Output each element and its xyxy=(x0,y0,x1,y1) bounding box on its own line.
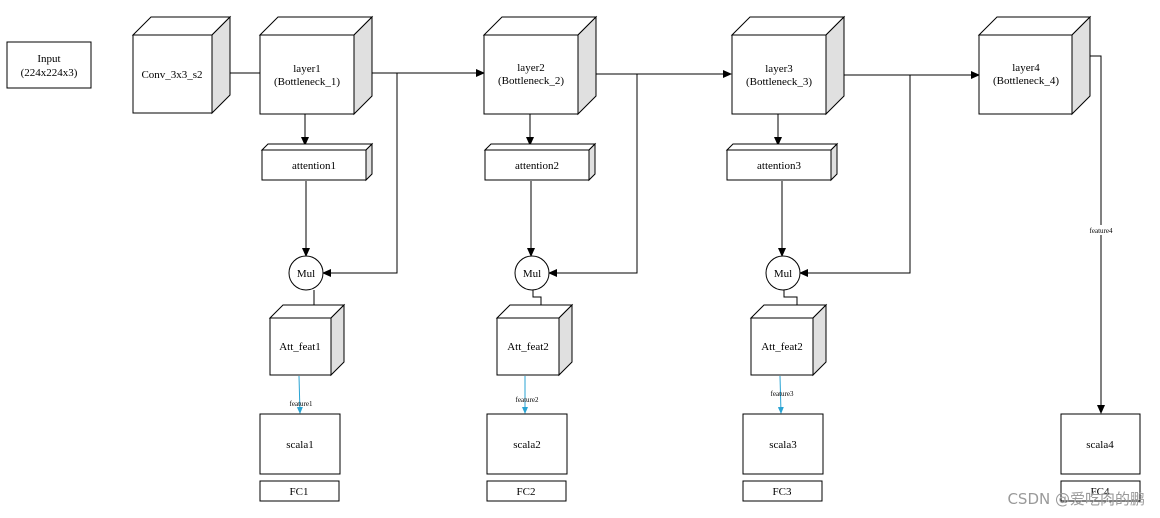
edge-mul3-attfeat3 xyxy=(783,290,798,305)
mul3-label: Mul xyxy=(774,268,792,280)
fc1-node: FC1 xyxy=(259,480,340,502)
layer1-node: layer1 (Bottleneck_1) xyxy=(258,15,374,116)
feature4-tag: feature4 xyxy=(1084,225,1118,235)
input-node: Input (224x224x3) xyxy=(6,41,92,89)
attfeat1-label: Att_feat1 xyxy=(279,341,321,353)
scala1-label: scala1 xyxy=(286,439,313,451)
attfeat1-node: Att_feat1 xyxy=(268,303,346,377)
layer1-name: layer1 xyxy=(293,63,320,75)
scala3-label: scala3 xyxy=(769,439,797,451)
scala2-node: scala2 xyxy=(486,413,568,475)
scala3-node: scala3 xyxy=(742,413,824,475)
fc4-node: FC4 xyxy=(1060,480,1141,502)
fc2-label: FC2 xyxy=(517,486,536,498)
fc1-label: FC1 xyxy=(290,486,309,498)
fc4-label: FC4 xyxy=(1091,486,1110,498)
mul2-node: Mul xyxy=(514,255,550,291)
attention1-node: attention1 xyxy=(260,142,374,182)
feature-arrows xyxy=(296,375,784,414)
scala4-label: scala4 xyxy=(1086,439,1114,451)
edge-attfeat3-scala3 xyxy=(777,375,784,414)
attention2-label: attention2 xyxy=(515,160,559,172)
layer2-name: layer2 xyxy=(517,62,544,74)
attfeat2-label: Att_feat2 xyxy=(507,341,549,353)
fc2-node: FC2 xyxy=(486,480,567,502)
edge-attfeat1-scala1 xyxy=(296,375,303,414)
attention3-node: attention3 xyxy=(725,142,839,182)
mul3-node: Mul xyxy=(765,255,801,291)
layer4-node: layer4 (Bottleneck_4) xyxy=(977,15,1092,116)
feature2-label: feature2 xyxy=(516,396,539,404)
feature4-label: feature4 xyxy=(1090,227,1113,235)
edge-mul2-attfeat2 xyxy=(532,290,542,305)
layer1-sub: (Bottleneck_1) xyxy=(274,76,340,88)
layer4-name: layer4 xyxy=(1012,62,1040,74)
feature3-label: feature3 xyxy=(771,390,794,398)
watermark: CSDN @爱吃肉的鹏 xyxy=(1007,490,1145,508)
attention3-label: attention3 xyxy=(757,160,801,172)
edge-layer4-scala4 xyxy=(1090,55,1105,414)
attfeat3-label: Att_feat2 xyxy=(761,341,803,353)
mul2-label: Mul xyxy=(523,268,541,280)
fc3-node: FC3 xyxy=(742,480,823,502)
layer2-sub: (Bottleneck_2) xyxy=(498,75,564,87)
layer2-node: layer2 (Bottleneck_2) xyxy=(482,15,598,116)
layer3-node: layer3 (Bottleneck_3) xyxy=(730,15,846,116)
connectors xyxy=(218,55,1105,414)
attention1-label: attention1 xyxy=(292,160,336,172)
attention2-node: attention2 xyxy=(483,142,597,182)
mul1-label: Mul xyxy=(297,268,315,280)
scala4-node: scala4 xyxy=(1060,413,1141,475)
mul1-node: Mul xyxy=(288,255,324,291)
edge-skip-mul3 xyxy=(799,75,911,277)
layer3-sub: (Bottleneck_3) xyxy=(746,76,812,88)
layer3-name: layer3 xyxy=(765,63,793,75)
scala1-node: scala1 xyxy=(259,413,341,475)
scala2-label: scala2 xyxy=(513,439,540,451)
conv-label: Conv_3x3_s2 xyxy=(141,69,202,81)
input-shape: (224x224x3) xyxy=(21,67,78,79)
input-label: Input xyxy=(37,53,60,65)
conv-node: Conv_3x3_s2 xyxy=(131,15,232,115)
edge-skip-mul2 xyxy=(548,74,638,277)
attfeat3-node: Att_feat2 xyxy=(749,303,828,377)
layer4-sub: (Bottleneck_4) xyxy=(993,75,1059,87)
attfeat2-node: Att_feat2 xyxy=(495,303,574,377)
fc3-label: FC3 xyxy=(773,486,792,498)
feature1-label: feature1 xyxy=(290,400,313,408)
edge-skip-mul1 xyxy=(322,73,398,277)
